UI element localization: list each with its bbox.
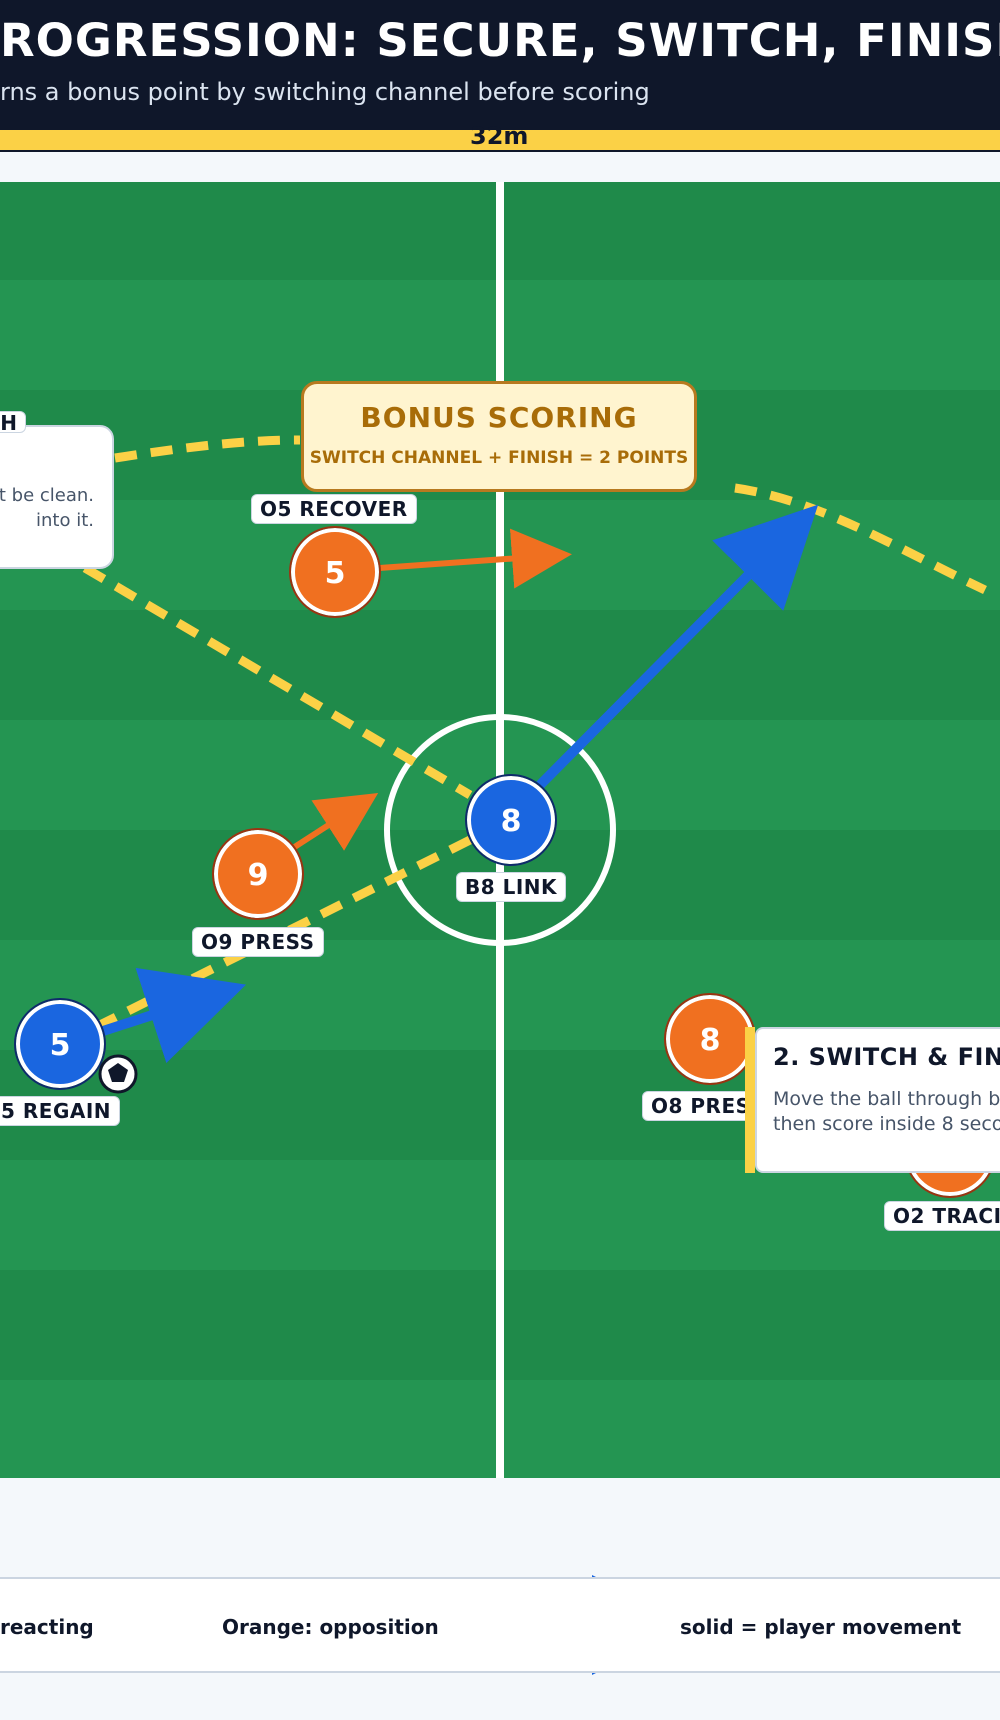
instruction-card-right: 2. SWITCH & FINIS Move the ball through … [755, 1027, 1000, 1173]
o9-label: O9 PRESS [192, 927, 324, 957]
player-o8: 8 [664, 993, 756, 1085]
scale-bar [0, 130, 1000, 152]
card-left-line2: into it. [36, 510, 94, 531]
page-subtitle: rns a bonus point by switching channel b… [0, 78, 650, 106]
b8-label: B8 LINK [456, 872, 567, 902]
legend-chip-number: 8 [148, 1609, 169, 1644]
card-right-title: 2. SWITCH & FINIS [773, 1043, 1000, 1071]
legend-item-reacting: reacting [0, 1615, 94, 1639]
bonus-title: BONUS SCORING [360, 401, 638, 434]
bonus-scoring-box: BONUS SCORING SWITCH CHANNEL + FINISH = … [301, 381, 697, 492]
o8-number: 8 [700, 1023, 721, 1058]
o9-number: 9 [248, 858, 269, 893]
b8-run-arrow [536, 504, 819, 789]
legend-panel: reacting Orange: opposition solid = play… [0, 1577, 1000, 1673]
player-b8: 8 [465, 774, 557, 866]
player-o9: 9 [212, 828, 304, 920]
bonus-subtitle: SWITCH CHANNEL + FINISH = 2 POINTS [309, 448, 689, 468]
card-left-tab: H [0, 411, 26, 433]
o2-label: O2 TRACI [884, 1201, 1000, 1231]
b5-number: 5 [50, 1028, 71, 1063]
o5-run-arrow [379, 528, 572, 589]
card-left-text: st be clean. into it. [0, 483, 94, 533]
o8-label: O8 PRES [642, 1091, 760, 1121]
card-left-line1: st be clean. [0, 485, 94, 506]
page-title: ROGRESSION: SECURE, SWITCH, FINISH [0, 14, 1000, 67]
card-right-accent [745, 1027, 755, 1173]
pass-lanes [82, 435, 987, 1035]
b8-number: 8 [501, 804, 522, 839]
header-bar: ROGRESSION: SECURE, SWITCH, FINISH rns a… [0, 0, 1000, 130]
o5-number: 5 [325, 556, 346, 591]
b5-label: 5 REGAIN [0, 1096, 121, 1126]
b5-run-arrow [98, 967, 247, 1064]
player-b5: 5 [14, 998, 106, 1090]
o5-label: O5 RECOVER [251, 494, 417, 524]
instruction-card-left: st be clean. into it. [0, 425, 114, 569]
scale-label: 32m [470, 122, 529, 150]
ball-icon [98, 1054, 138, 1094]
card-right-line2: then score inside 8 seco [773, 1113, 1000, 1135]
legend-item-movement: solid = player movement [680, 1615, 962, 1639]
o9-run-arrow [291, 792, 379, 851]
card-right-line1: Move the ball through be [773, 1088, 1000, 1110]
player-o5: 5 [289, 526, 381, 618]
legend-item-opposition: Orange: opposition [222, 1615, 439, 1639]
center-circle [384, 714, 616, 946]
card-right-text: Move the ball through be then score insi… [773, 1087, 1000, 1137]
